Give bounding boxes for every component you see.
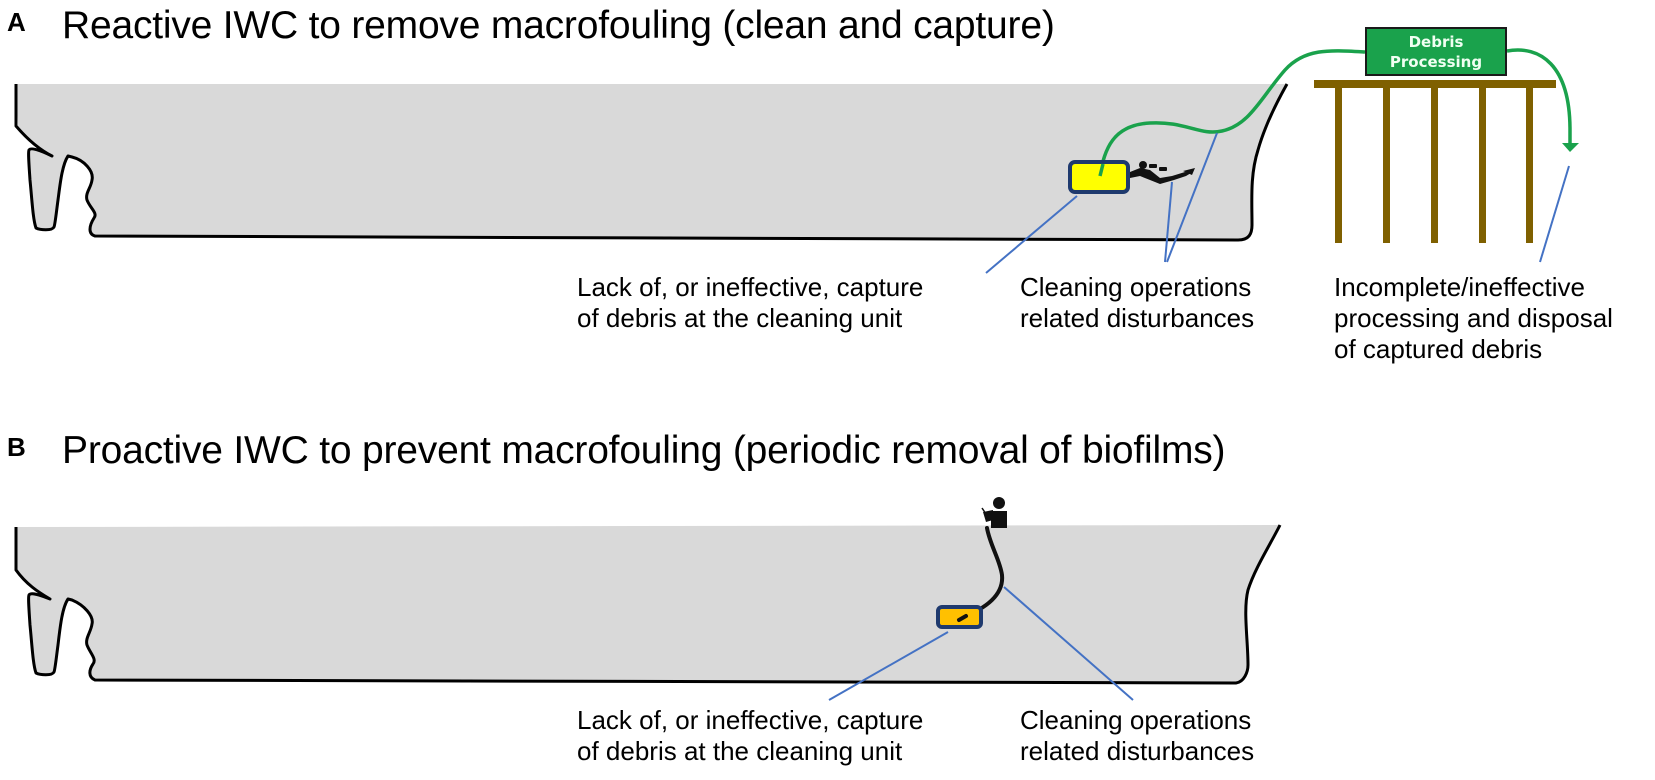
panel-a-label-processing: Incomplete/ineffective processing and di… [1334, 272, 1613, 364]
debris-box-line1: Debris [1408, 33, 1464, 51]
panel-b-letter: B [7, 432, 26, 462]
tether-hose [964, 526, 1005, 618]
diver-icon [1130, 161, 1195, 184]
debris-processing-box: Debris Processing [1365, 27, 1507, 76]
panel-a-callout-lines [985, 132, 1570, 274]
panel-b-label-disturbance: Cleaning operations related disturbances [1020, 705, 1255, 766]
panel-a-hull [14, 83, 1289, 242]
cleaning-unit-b [936, 605, 983, 629]
panel-a-label-capture: Lack of, or ineffective, capture of debr… [577, 272, 924, 333]
disposal-arrow [1506, 48, 1572, 145]
panel-b-label-capture: Lack of, or ineffective, capture of debr… [577, 705, 924, 766]
debris-box-line2: Processing [1389, 53, 1483, 71]
pier [1314, 80, 1556, 243]
disposal-arrow-head [1562, 143, 1579, 152]
cleaning-unit-a [1068, 160, 1130, 194]
panel-a-letter: A [7, 7, 26, 37]
debris-hose [1098, 49, 1366, 175]
panel-a-label-disturbance: Cleaning operations related disturbances [1020, 272, 1255, 333]
panel-b-callout-lines [828, 586, 1134, 701]
panel-b-hull [14, 524, 1282, 685]
operator-icon [981, 497, 1007, 528]
panel-a-title: Reactive IWC to remove macrofouling (cle… [62, 4, 1055, 47]
panel-b-title: Proactive IWC to prevent macrofouling (p… [62, 429, 1226, 472]
